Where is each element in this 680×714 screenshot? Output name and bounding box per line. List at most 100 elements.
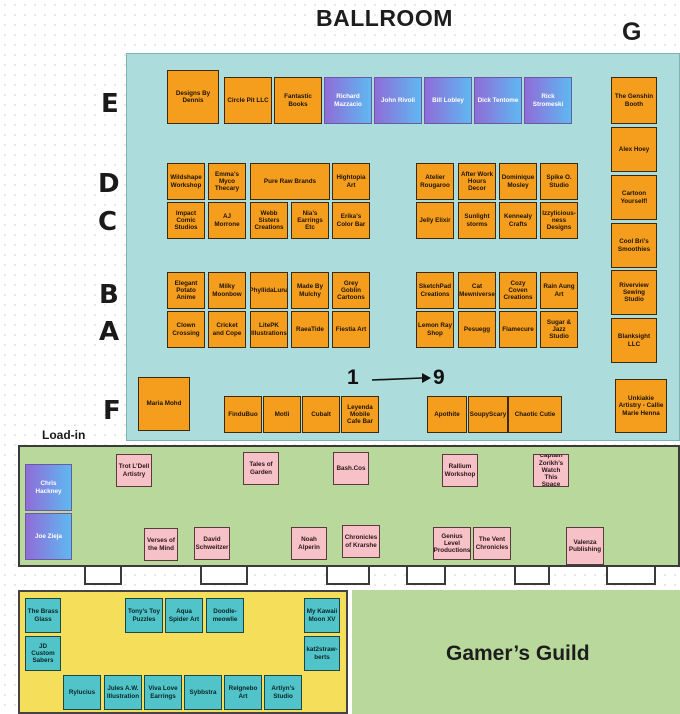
booth[interactable]: Jelly Elixir [416,202,454,239]
booth[interactable]: Noah Alperin [291,527,327,560]
row-label-e: E [101,89,119,119]
booth[interactable]: RaeaTide [291,311,329,348]
booth[interactable]: Made By Mulchy [291,272,329,309]
booth[interactable]: Unkiakie Artistry - Callie Marie Henna [615,379,667,433]
booth[interactable]: Circle Pit LLC [224,77,272,124]
row-label-a: A [99,317,120,347]
booth[interactable]: Richard Mazzacio [324,77,372,124]
booth[interactable]: Rylucius [63,675,101,710]
booth[interactable]: Apothite [427,396,467,433]
booth[interactable]: Spike O. Studio [540,163,578,200]
booth[interactable]: Artiyn’s Studio [264,675,302,710]
booth[interactable]: Fantastic Books [274,77,322,124]
booth[interactable]: Cozy Coven Creations [499,272,537,309]
booth[interactable]: FinduBuo [224,396,262,433]
booth[interactable]: Fiestia Art [332,311,370,348]
booth[interactable]: John Rivoli [374,77,422,124]
row-label-f: F [103,396,121,426]
booth[interactable]: Sugar & Jazz Studio [540,311,578,348]
booth[interactable]: The Vent Chronicles [473,527,511,560]
booth[interactable]: Captain Zorikh’s Watch This Space [533,454,569,487]
booth[interactable]: Pesuegg [458,311,496,348]
booth[interactable]: Blanksight LLC [611,318,657,363]
booth[interactable]: Rain Aung Art [540,272,578,309]
booth[interactable]: Izzylicious-ness Designs [540,202,578,239]
booth[interactable]: David Schweitzer [194,527,230,560]
wall-notch [406,567,446,585]
booth[interactable]: kat2straw-berts [304,636,340,671]
booth[interactable]: Kennealy Crafts [499,202,537,239]
numbering-start: 1 [347,366,359,389]
booth[interactable]: Nia’s Earrings Etc [291,202,329,239]
booth[interactable]: Milky Moonbow [208,272,246,309]
booth[interactable]: Emma’s Myco Thecary [208,163,246,200]
booth[interactable]: PhyllidaLuna [250,272,288,309]
booth[interactable]: SketchPad Creations [416,272,454,309]
booth[interactable]: Cat Mewniverse [458,272,496,309]
booth[interactable]: The Genshin Booth [611,77,657,124]
booth[interactable]: Doodle-meowlie [206,598,244,633]
booth[interactable]: Maria Mohd [138,377,190,431]
booth[interactable]: Motli [263,396,301,433]
booth[interactable]: Tales of Garden [243,452,279,485]
row-label-b: B [99,280,119,310]
booth[interactable]: Wildshape Workshop [167,163,205,200]
booth[interactable]: Sunlight storms [458,202,496,239]
booth[interactable]: Jules A.W. Illustration [104,675,142,710]
booth[interactable]: Sybbstra [184,675,222,710]
booth[interactable]: Bill Lobley [424,77,472,124]
booth[interactable]: Pure Raw Brands [250,163,330,200]
direction-arrow-icon [371,373,431,383]
row-label-d: D [98,169,120,199]
booth[interactable]: Viva Love Earrings [144,675,182,710]
booth[interactable]: LitePK Illustrations [250,311,288,348]
booth[interactable]: Chaotic Cutie [508,396,562,433]
booth[interactable]: Elegant Potato Anime [167,272,205,309]
booth[interactable]: Erika’s Color Bar [332,202,370,239]
booth[interactable]: After Work Hours Decor [458,163,496,200]
booth[interactable]: JD Custom Sabers [25,636,61,671]
booth[interactable]: Lemon Ray Shop [416,311,454,348]
numbering-end: 9 [433,366,445,389]
booth[interactable]: Clown Crossing [167,311,205,348]
wall-notch [326,567,370,585]
row-label-c: C [98,207,118,237]
booth[interactable]: Flamecure [499,311,537,348]
booth[interactable]: Hightopia Art [332,163,370,200]
wall-notch [200,567,248,585]
booth[interactable]: Joe Zieja [25,513,72,560]
booth[interactable]: Dominique Mosley [499,163,537,200]
booth[interactable]: AJ Morrone [208,202,246,239]
gamers-guild-label: Gamer’s Guild [446,642,590,665]
booth[interactable]: Alex Hoey [611,127,657,172]
booth[interactable]: Trot L’Dell Artistry [116,454,152,487]
booth[interactable]: Riverview Sewing Studio [611,270,657,315]
booth[interactable]: Bash.Cos [333,452,369,485]
booth[interactable]: The Brass Glass [25,598,61,633]
booth[interactable]: Designs By Dennis [167,70,219,124]
booth[interactable]: Verses of the Mind [144,528,178,561]
loadin-label: Load-in [42,428,86,442]
booth[interactable]: Relgnebo Art [224,675,262,710]
booth[interactable]: Tony’s Toy Puzzles [125,598,163,633]
booth[interactable]: Grey Goblin Cartoons [332,272,370,309]
booth[interactable]: Leyenda Mobile Cafe Bar [341,396,379,433]
booth[interactable]: Dick Tentome [474,77,522,124]
booth[interactable]: Genius Level Productions [433,527,471,560]
booth[interactable]: Chris Hackney [25,464,72,511]
booth[interactable]: SoupyScary [468,396,508,433]
booth[interactable]: Chronicles of Krarshe [342,525,380,558]
booth[interactable]: Impact Comic Studios [167,202,205,239]
booth[interactable]: Rallium Workshop [442,454,478,487]
booth[interactable]: Atelier Rougaroo [416,163,454,200]
booth[interactable]: Rick Stromeski [524,77,572,124]
wall-notch [514,567,550,585]
booth[interactable]: Cricket and Cope [208,311,246,348]
booth[interactable]: Cool Bri’s Smoothies [611,223,657,268]
booth[interactable]: My Kawaii Moon XV [304,598,340,633]
booth[interactable]: Aqua Spider Art [165,598,203,633]
booth[interactable]: Cartoon Yourself! [611,175,657,220]
booth[interactable]: Webb Sisters Creations [250,202,288,239]
booth[interactable]: Valenza Publishing [566,527,604,565]
booth[interactable]: Cubalt [302,396,340,433]
